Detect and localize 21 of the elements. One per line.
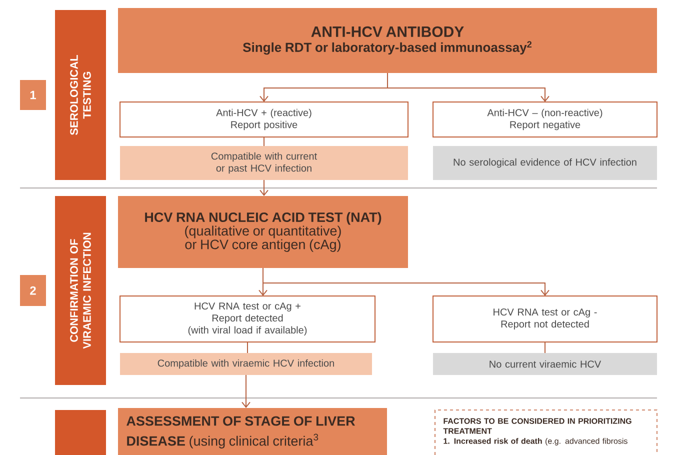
step-number-box: 2 bbox=[20, 275, 46, 306]
section-band bbox=[55, 410, 106, 455]
result-box: HCV RNA test or cAg - Report not detected bbox=[432, 296, 658, 342]
section-band: SEROLOGICAL TESTING bbox=[55, 10, 106, 180]
interpretation-box: No serological evidence of HCV infection bbox=[433, 146, 657, 180]
factors-box: FACTORS TO BE CONSIDERED IN PRIORITIZING TREATMENT 1. Increased risk of death (e.g. advanced fibrosis bbox=[434, 410, 658, 455]
interpretation-box: Compatible with viraemic HCV infection bbox=[120, 353, 372, 375]
section-band: CONFIRMATION OF VIRAEMIC INFECTION bbox=[55, 196, 106, 385]
result-box: HCV RNA test or cAg + Report detected (with viral load if available) bbox=[120, 296, 376, 342]
arrow bbox=[242, 374, 250, 408]
assessment-box: ASSESSMENT OF STAGE OF LIVER DISEASE (using clinical criteria$^{3}$ bbox=[118, 408, 387, 455]
test-box: ANTI-HCV ANTIBODY Single RDT or laboratory-based immunoassay$^{2}$ bbox=[118, 8, 657, 73]
arrow bbox=[262, 268, 550, 296]
result-box: Anti-HCV + (reactive) Report positive bbox=[120, 102, 408, 138]
arrow bbox=[387, 72, 550, 102]
arrow bbox=[260, 180, 268, 196]
test-box: HCV RNA NUCLEIC ACID TEST (NAT) (qualitative or quantitative) or HCV core antigen (cAg) bbox=[118, 196, 408, 268]
result-box: Anti-HCV – (non-reactive) Report negative bbox=[432, 102, 658, 138]
step-number-box: 1 bbox=[20, 80, 46, 110]
interpretation-box: No current viraemic HCV bbox=[433, 353, 657, 375]
interpretation-box: Compatible with current or past HCV infection bbox=[120, 146, 408, 180]
